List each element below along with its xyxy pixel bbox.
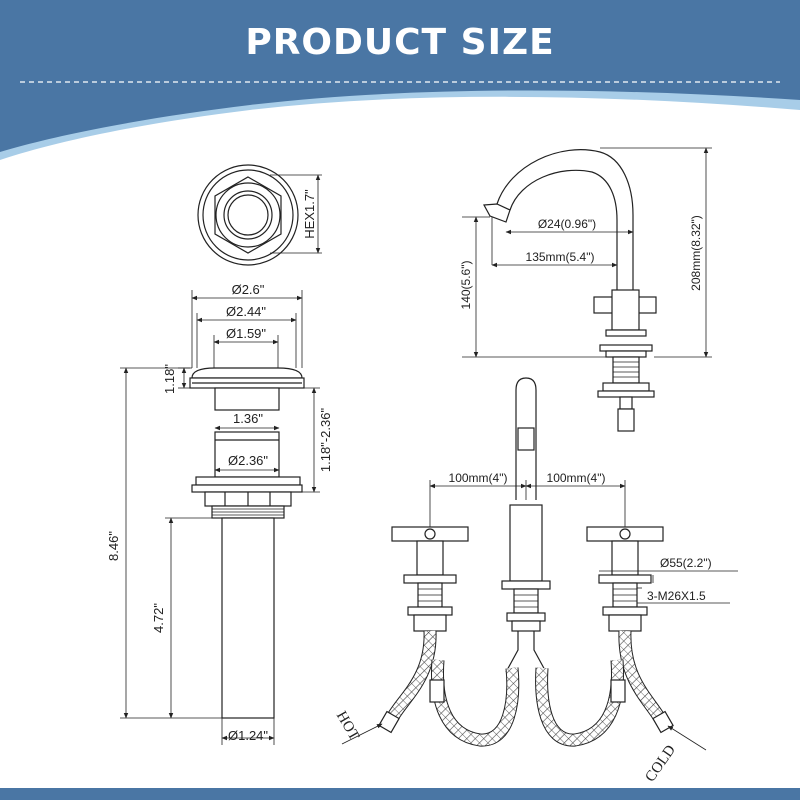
page-title: PRODUCT SIZE: [245, 22, 555, 63]
total-height-label: 8.46": [106, 531, 121, 561]
header-banner: PRODUCT SIZE: [0, 0, 800, 180]
braided-hoses: [378, 630, 674, 747]
cap-height-label: 1.18": [162, 364, 177, 394]
pipe-length-label: 4.72": [151, 603, 166, 633]
front-view-dimensions: [341, 480, 738, 751]
thread-spec-label: 3-M26X1.5: [647, 589, 706, 603]
right-spacing-label: 100mm(4"): [547, 471, 606, 485]
faucet-total-height-label: 208mm(8.32"): [689, 215, 703, 291]
spout-reach-label: 135mm(5.4"): [526, 250, 595, 264]
faucet-side-view: [462, 147, 712, 432]
cap-diameter-label: Ø2.44": [226, 304, 266, 319]
neck-diameter-label: 1.36": [233, 411, 263, 426]
left-spacing-label: 100mm(4"): [449, 471, 508, 485]
spout-diameter-label: Ø24(0.96"): [538, 217, 596, 231]
drain-side-view: [120, 290, 320, 745]
inner-diameter-label: Ø1.59": [226, 326, 266, 341]
body-diameter-label: Ø2.36": [228, 453, 268, 468]
cold-label: COLD: [642, 742, 679, 785]
spout-height-label: 140(5.6"): [459, 261, 473, 310]
base-diameter-label: Ø55(2.2"): [660, 556, 712, 570]
header-wave-background: [0, 0, 800, 160]
faucet-front-view: [391, 377, 664, 673]
pipe-diameter-label: Ø1.24": [228, 728, 268, 743]
body-range-label: 1.18"-2.36": [318, 408, 333, 473]
hot-label: HOT: [333, 709, 362, 744]
footer-bar: [0, 788, 800, 800]
drain-top-view: [197, 164, 322, 266]
flange-diameter-label: Ø2.6": [232, 282, 265, 297]
hex-size-label: HEX1.7": [302, 189, 317, 239]
